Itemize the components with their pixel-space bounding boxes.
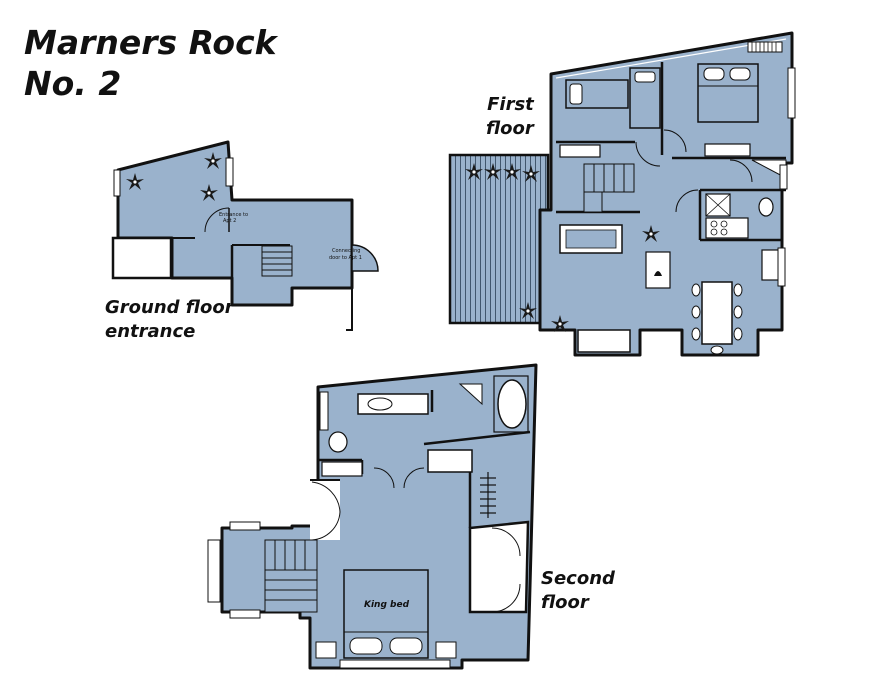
king-bed-label: King bed xyxy=(364,600,410,610)
first-floor-label: First floor xyxy=(486,94,534,139)
page-title: Marners Rock No. 2 xyxy=(24,22,277,104)
title-line-2: No. 2 xyxy=(24,64,122,103)
title-line-1: Marners Rock xyxy=(24,23,277,62)
entrance-apt2-note-2: Apt 2 xyxy=(223,218,236,224)
first-floor-plan xyxy=(448,31,796,357)
second-floor-plan xyxy=(207,363,538,670)
ground-floor-plan xyxy=(111,140,379,331)
second-floor-label: Second floor xyxy=(541,568,615,613)
connecting-door-note-1: Connecting xyxy=(332,248,360,254)
entrance-apt2-note-1: Entrance to xyxy=(219,212,248,218)
connecting-door-note-2: door to Apt 1 xyxy=(329,255,362,261)
ground-floor-label: Ground floor entrance xyxy=(105,297,234,342)
